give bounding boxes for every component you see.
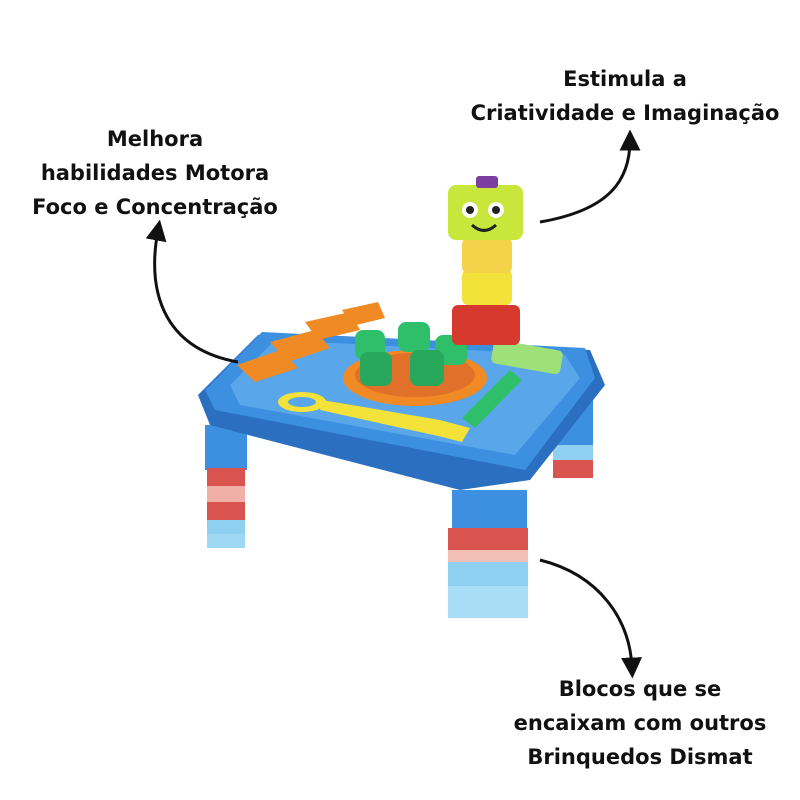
callout-right-line: Estimula a (563, 67, 687, 91)
arrow-bottom-icon (539, 558, 643, 679)
peg-board (343, 322, 487, 406)
callout-bottom-line: Blocos que se (558, 677, 722, 701)
callout-bottom-line: encaixam com outros (513, 711, 767, 735)
callout-right: Estimula a Criatividade e Imaginação (455, 62, 795, 130)
arrow-right-icon (539, 129, 641, 224)
callout-left-line: Foco e Concentração (32, 195, 278, 219)
callout-bottom: Blocos que se encaixam com outros Brinqu… (495, 672, 785, 774)
table-leg-front-right (448, 490, 528, 618)
stacking-figure (448, 176, 523, 345)
yellow-wrench (278, 392, 470, 442)
callout-right-line: Criatividade e Imaginação (470, 101, 780, 125)
arrow-left-icon (145, 219, 239, 364)
table-leg-front-left (205, 425, 247, 548)
callout-left: Melhora habilidades Motora Foco e Concen… (20, 122, 290, 224)
orange-blocks (237, 302, 385, 382)
callout-left-line: habilidades Motora (40, 161, 270, 185)
green-hammer (462, 339, 563, 428)
callout-bottom-line: Brinquedos Dismat (527, 745, 753, 769)
callout-left-line: Melhora (106, 127, 204, 151)
